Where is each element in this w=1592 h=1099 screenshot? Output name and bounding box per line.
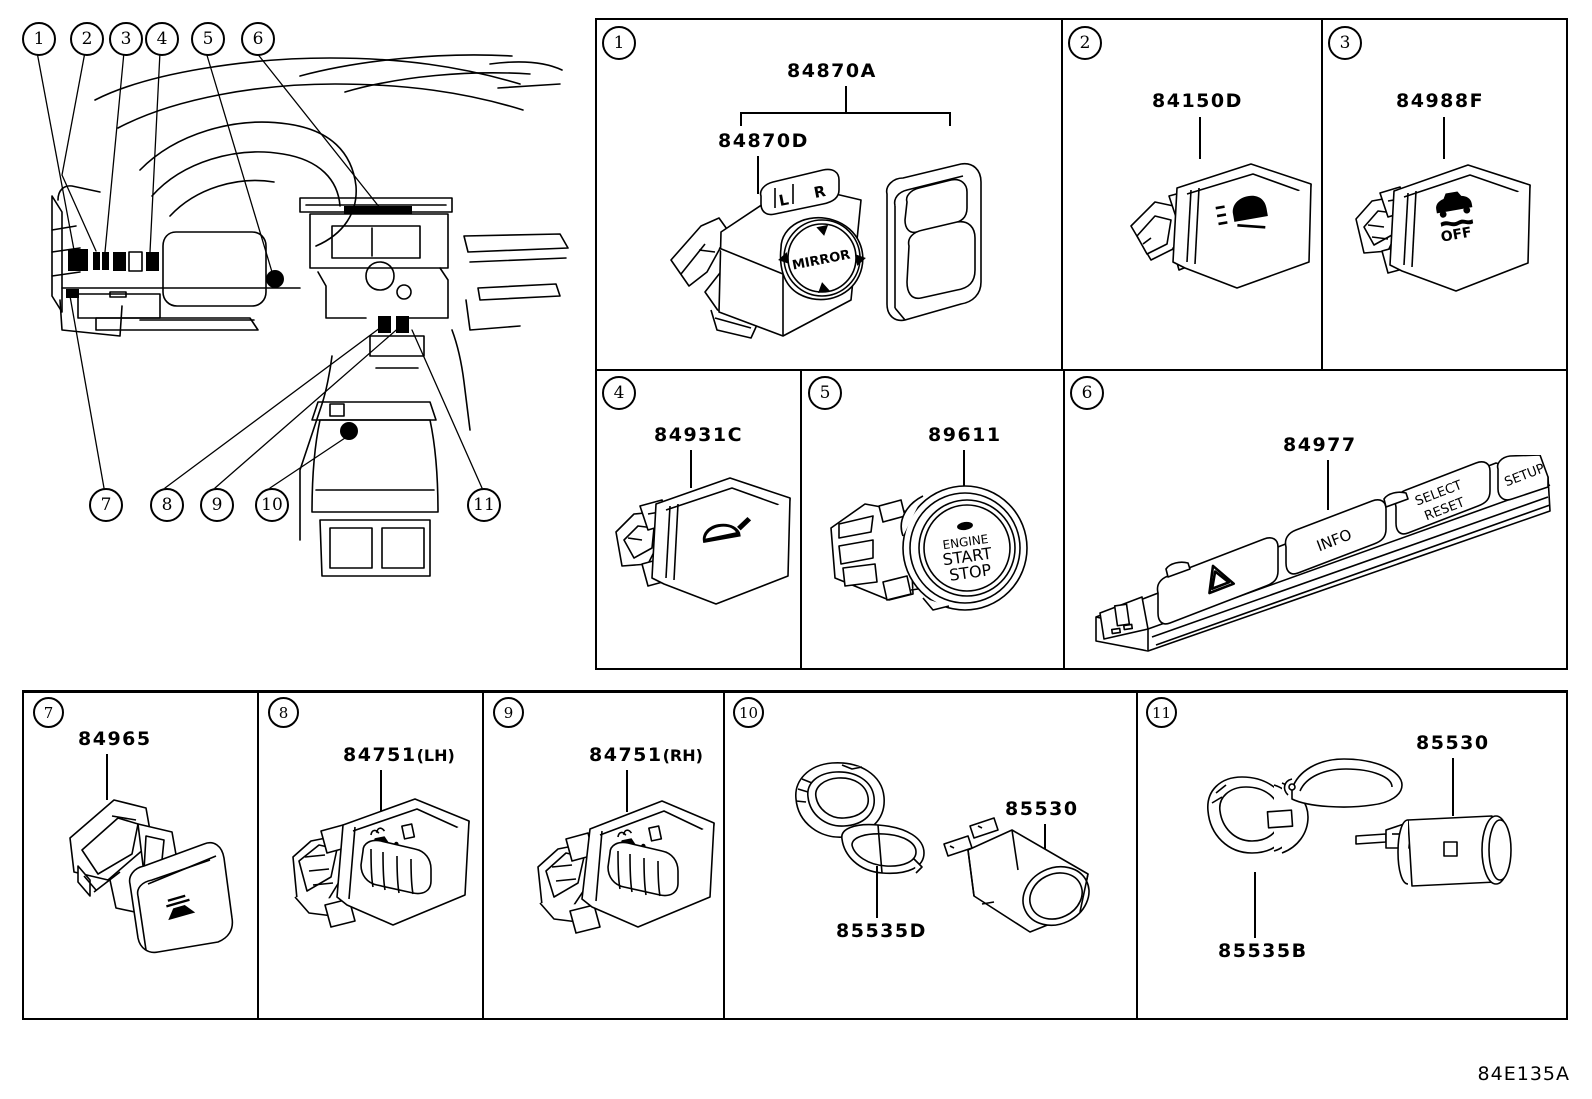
switch-84965-drawing — [60, 780, 250, 960]
bracket-left-tick — [740, 112, 742, 126]
part-label-85530-p11: 85530 — [1416, 732, 1490, 754]
part-label-84965: 84965 — [78, 728, 152, 750]
panel-1-number: 1 — [602, 26, 636, 60]
panel-5-number: 5 — [808, 376, 842, 410]
callout-9: 9 — [200, 488, 234, 522]
engine-start-stop-switch-drawing: ENGINE START STOP — [825, 466, 1045, 626]
back-door-switch-drawing — [610, 470, 800, 610]
bracket-84870A — [740, 112, 950, 114]
leader-84977 — [1327, 460, 1329, 510]
grid-divider-10-11 — [1136, 690, 1138, 1020]
panel-4-number: 4 — [602, 376, 636, 410]
callout-10: 10 — [255, 488, 289, 522]
panel-9-number: 9 — [493, 697, 524, 728]
panel-11-number: 11 — [1146, 697, 1177, 728]
panel-2-number: 2 — [1068, 26, 1102, 60]
grid-topblock-right — [1566, 18, 1568, 670]
callout-6: 6 — [241, 22, 275, 56]
svg-text:L: L — [777, 190, 790, 210]
leader-85535D — [876, 866, 878, 918]
callout-8: 8 — [150, 488, 184, 522]
seat-heater-switch-rh-drawing — [530, 795, 720, 945]
svg-text:R: R — [812, 182, 827, 202]
leader-84150D — [1199, 117, 1201, 159]
part-label-84751-lh: 84751(LH) — [343, 744, 455, 766]
part-label-84988F: 84988F — [1396, 90, 1485, 112]
grid-bottom-left — [22, 690, 24, 1020]
vsc-off-switch-drawing: OFF — [1350, 155, 1550, 295]
part-label-85535D: 85535D — [836, 920, 927, 942]
diagram-reference-code: 84E135A — [1477, 1063, 1570, 1085]
part-label-89611: 89611 — [928, 424, 1002, 446]
part-label-84870D: 84870D — [718, 130, 809, 152]
grid-divider-4-5 — [800, 369, 802, 669]
fog-lamp-switch-drawing — [1125, 150, 1325, 290]
grid-row1-bottom — [595, 369, 1568, 371]
callout-4: 4 — [145, 22, 179, 56]
panel-10-number: 10 — [733, 697, 764, 728]
leader-89611 — [963, 450, 965, 488]
callout-7: 7 — [89, 488, 123, 522]
leader-84870A — [845, 86, 847, 112]
grid-topblock-bottom — [595, 668, 1568, 670]
grid-divider-7-8 — [257, 690, 259, 1020]
socket-85530-p11-drawing — [1352, 790, 1532, 910]
meter-control-switch-strip-drawing: INFO SELECT RESET SETUP — [1078, 455, 1558, 655]
socket-cap-85535B-drawing — [1196, 755, 1406, 895]
grid-divider-1-2 — [1061, 18, 1063, 369]
callout-2: 2 — [70, 22, 104, 56]
grid-divider-8-9 — [482, 690, 484, 1020]
grid-bottom-bottom — [22, 1018, 1568, 1020]
leader-84965 — [106, 754, 108, 800]
panel-3-number: 3 — [1328, 26, 1362, 60]
callout-3: 3 — [109, 22, 143, 56]
socket-cap-85535D-drawing — [782, 755, 942, 895]
part-label-85530-p10: 85530 — [1005, 798, 1079, 820]
bracket-right-tick — [949, 112, 951, 126]
leader-84751-rh — [626, 770, 628, 812]
grid-divider-9-10 — [723, 690, 725, 1020]
leader-85530-p10 — [1044, 824, 1046, 860]
panel-8-number: 8 — [268, 697, 299, 728]
part-label-85535B: 85535B — [1218, 940, 1308, 962]
grid-top-border — [595, 18, 1568, 20]
engine-text: ENGINE — [942, 532, 989, 552]
leader-84931C — [690, 450, 692, 488]
socket-85530-p10-drawing — [938, 810, 1118, 940]
grid-divider-5-6 — [1063, 369, 1065, 669]
grid-divider-2-3 — [1321, 18, 1323, 369]
leader-84870D — [757, 156, 759, 194]
leader-85530-p11 — [1452, 758, 1454, 816]
vsc-off-text: OFF — [1440, 224, 1473, 245]
callout-11: 11 — [467, 488, 501, 522]
part-label-84870A: 84870A — [787, 60, 877, 82]
part-label-84931C: 84931C — [654, 424, 744, 446]
leader-85535B — [1254, 872, 1256, 938]
grid-topblock-left — [595, 18, 597, 670]
grid-bottom-right — [1566, 690, 1568, 1020]
part-label-84150D: 84150D — [1152, 90, 1243, 112]
leader-84988F — [1443, 117, 1445, 159]
part-label-84977: 84977 — [1283, 434, 1357, 456]
callout-5: 5 — [191, 22, 225, 56]
mirror-switch-drawing: L R MIRROR — [655, 140, 995, 350]
part-suffix-lh: (LH) — [416, 746, 455, 765]
leader-84751-lh — [380, 770, 382, 812]
panel-7-number: 7 — [33, 697, 64, 728]
grid-bottom-top — [22, 690, 1568, 693]
panel-6-number: 6 — [1070, 376, 1104, 410]
callout-1: 1 — [22, 22, 56, 56]
part-label-84751-rh: 84751(RH) — [589, 744, 703, 766]
vehicle-interior-illustration: 1 2 3 4 5 6 7 8 9 10 11 — [0, 0, 575, 640]
part-suffix-rh: (RH) — [662, 746, 703, 765]
seat-heater-switch-lh-drawing — [285, 795, 475, 945]
